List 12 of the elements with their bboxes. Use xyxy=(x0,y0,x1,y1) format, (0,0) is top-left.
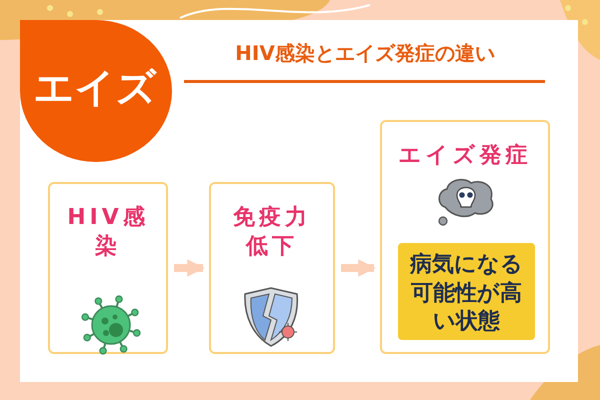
step-box xyxy=(209,182,335,354)
badge-label: エイズ xyxy=(32,64,158,113)
step-title: HIV感染 xyxy=(67,204,149,261)
step-title: 免疫力低下 xyxy=(232,204,312,261)
heading: HIV感染とエイズ発症の違い xyxy=(234,40,496,67)
note-text: 病気になる可能性が高い状態 xyxy=(410,251,523,336)
arrow xyxy=(341,259,376,277)
step-title: エイズ発症 xyxy=(398,142,532,170)
arrow xyxy=(174,259,205,277)
step-box xyxy=(380,120,550,354)
highlight-box xyxy=(398,243,535,340)
step-box xyxy=(48,182,168,354)
